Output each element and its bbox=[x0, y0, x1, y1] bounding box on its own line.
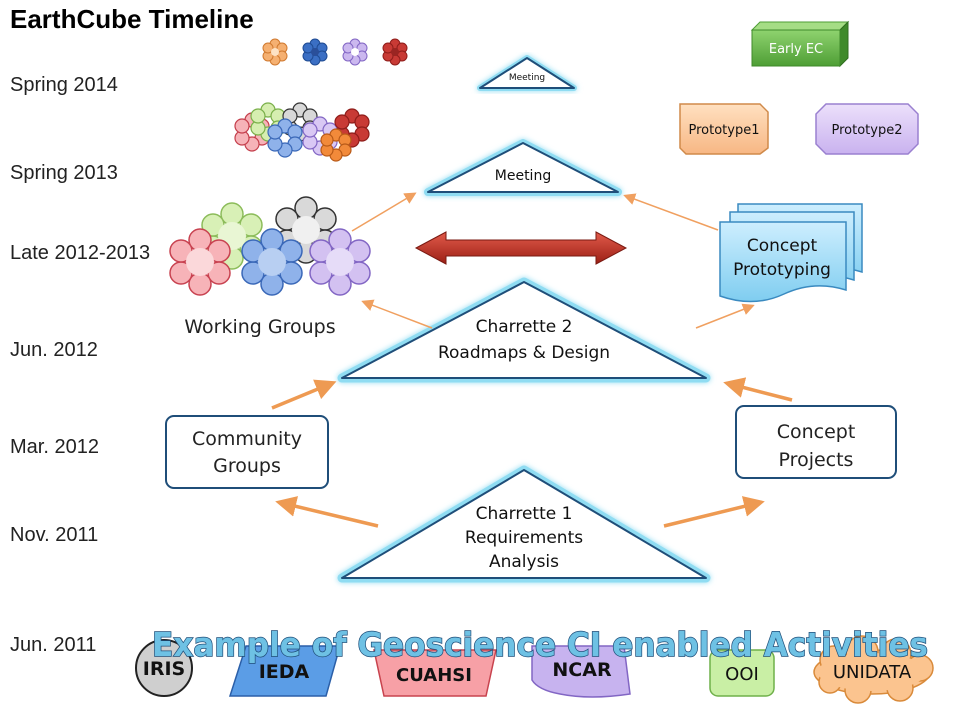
charrette2-triangle: Charrette 2 Roadmaps & Design bbox=[337, 277, 711, 383]
flower-icon-small-row bbox=[262, 38, 408, 66]
charrette2-line2: Roadmaps & Design bbox=[438, 343, 610, 363]
arrow-charrette1-to-community bbox=[275, 496, 379, 528]
org-iris-shape bbox=[135, 639, 193, 697]
arrow-projects-to-charrette2 bbox=[723, 377, 793, 402]
org-shapes: IRIS IEDA CUAHSI NCAR OOI UNIDATA bbox=[135, 635, 934, 704]
flow-arrows bbox=[351, 192, 755, 329]
flower-cluster-icon bbox=[234, 102, 370, 162]
community-groups-line2: Groups bbox=[213, 455, 281, 477]
flower-icon-blue bbox=[302, 38, 328, 66]
timeline-label-late-2012-2013: Late 2012-2013 bbox=[10, 242, 151, 264]
org-iris-label: IRIS bbox=[143, 658, 185, 680]
charrette2-line1: Charrette 2 bbox=[476, 317, 573, 337]
arrow-charrette1-to-projects bbox=[663, 496, 765, 528]
org-cuahsi-label: CUAHSI bbox=[396, 665, 472, 686]
meeting-small-triangle: Meeting bbox=[477, 55, 577, 91]
arrow-to-meeting-left bbox=[351, 192, 417, 232]
timeline-label-nov-2011: Nov. 2011 bbox=[10, 524, 99, 546]
charrette1-line2: Requirements bbox=[465, 528, 583, 548]
arrow-to-meeting-right bbox=[623, 193, 719, 231]
timeline-label-jun-2011: Jun. 2011 bbox=[10, 634, 97, 656]
org-unidata-label: UNIDATA bbox=[833, 662, 912, 683]
org-ooi-shape bbox=[709, 649, 775, 697]
early-ec-box: Early EC bbox=[750, 20, 850, 68]
meeting-small-label: Meeting bbox=[509, 73, 545, 83]
thick-flow-arrows bbox=[271, 377, 793, 528]
org-cuahsi-shape bbox=[373, 649, 497, 697]
concept-prototyping-line1: Concept bbox=[747, 236, 818, 256]
concept-projects-line1: Concept bbox=[777, 421, 856, 443]
charrette1-triangle: Charrette 1 Requirements Analysis bbox=[337, 465, 711, 583]
prototype1-label: Prototype1 bbox=[689, 123, 760, 138]
timeline-label-mar-2012: Mar. 2012 bbox=[10, 436, 99, 458]
timeline-label-spring-2014: Spring 2014 bbox=[10, 74, 118, 96]
org-ooi-label: OOI bbox=[725, 664, 759, 685]
arrow-to-working-groups bbox=[361, 299, 433, 329]
double-arrow-icon bbox=[414, 231, 628, 265]
charrette1-line3: Analysis bbox=[489, 552, 559, 572]
arrow-to-concept-prototyping bbox=[695, 303, 755, 329]
timeline-label-jun-2012: Jun. 2012 bbox=[10, 339, 98, 361]
flower-icon-orange bbox=[262, 38, 288, 66]
community-groups-line1: Community bbox=[192, 428, 302, 450]
prototype2-box: Prototype2 bbox=[815, 103, 919, 155]
page-title: EarthCube Timeline bbox=[10, 4, 254, 34]
concept-projects-box: Concept Projects bbox=[735, 405, 897, 479]
arrow-community-to-charrette2 bbox=[271, 379, 337, 410]
org-ncar-label: NCAR bbox=[552, 659, 612, 681]
org-ieda-shape bbox=[228, 645, 341, 697]
flower-icon-purple bbox=[342, 38, 368, 66]
prototype1-box: Prototype1 bbox=[679, 103, 769, 155]
flower-icon-red bbox=[382, 38, 408, 66]
working-groups-flower-icon bbox=[169, 196, 371, 296]
org-unidata-shape bbox=[813, 635, 934, 704]
charrette1-line1: Charrette 1 bbox=[476, 504, 573, 524]
concept-projects-line2: Projects bbox=[779, 449, 854, 471]
meeting-label: Meeting bbox=[495, 168, 551, 184]
community-groups-box: Community Groups bbox=[165, 415, 329, 489]
working-groups-label: Working Groups bbox=[184, 316, 335, 338]
timeline-label-spring-2013: Spring 2013 bbox=[10, 162, 118, 184]
prototype2-label: Prototype2 bbox=[832, 123, 903, 138]
early-ec-label: Early EC bbox=[769, 42, 823, 57]
org-ieda-label: IEDA bbox=[259, 661, 310, 683]
meeting-triangle: Meeting bbox=[424, 139, 622, 196]
concept-prototyping-stack: Concept Prototyping bbox=[719, 203, 863, 303]
activities-banner: Example of Geoscience CI enabled Activit… bbox=[152, 625, 928, 664]
org-ncar-shape bbox=[531, 645, 631, 698]
concept-prototyping-line2: Prototyping bbox=[733, 260, 831, 280]
